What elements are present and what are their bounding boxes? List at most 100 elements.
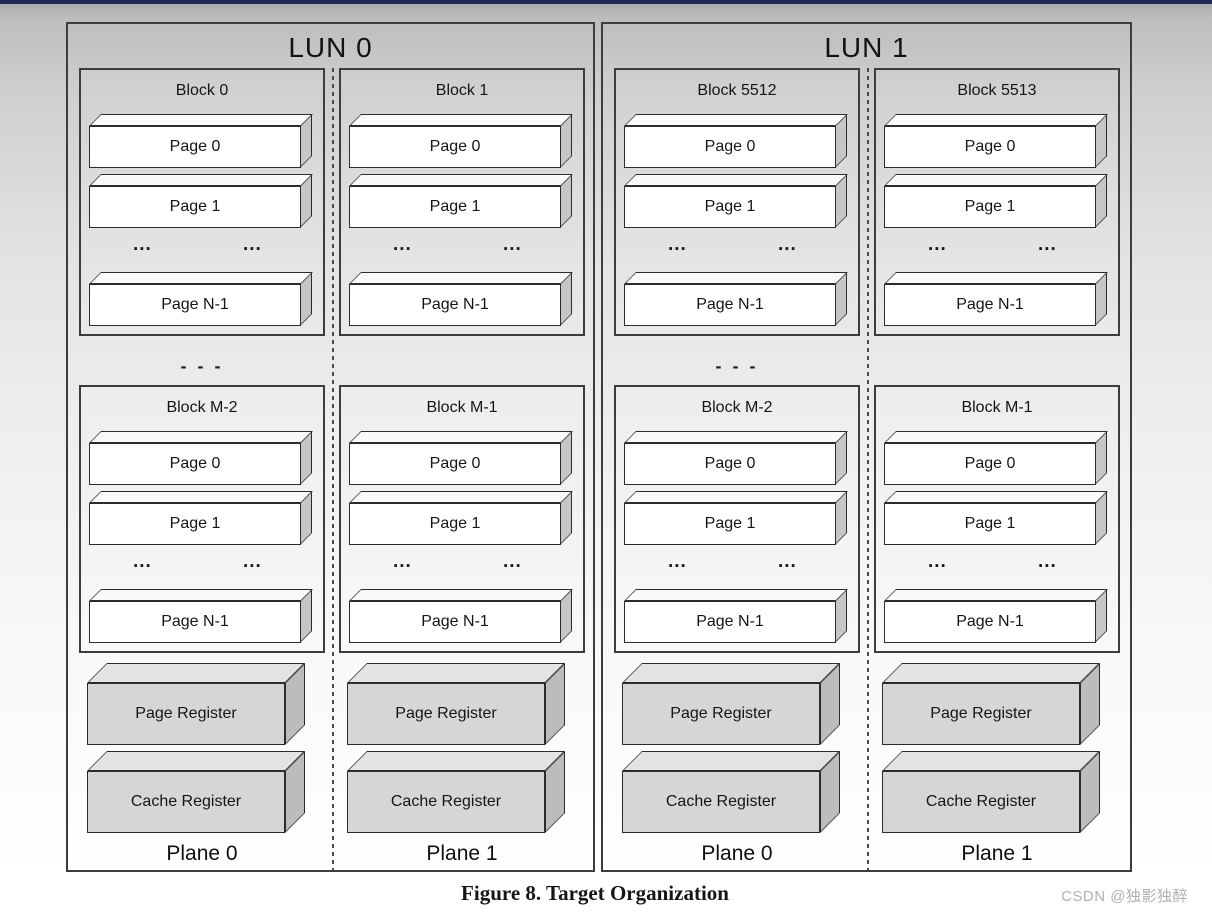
- page-ellipsis-row: ... ...: [81, 549, 323, 577]
- plane-label: Plane 1: [426, 842, 498, 865]
- ellipsis: ...: [503, 234, 522, 255]
- page-3d-box: Page 1: [349, 174, 573, 228]
- page-3d-box: Page 1: [884, 174, 1108, 228]
- page-label: Page N-1: [349, 284, 561, 326]
- lun-0-box: LUN 0 Block 0 Page 0 Page 1 ... ... Pag: [66, 22, 595, 872]
- page-box-top-face: [349, 114, 573, 126]
- page-ellipsis-row: ... ...: [341, 549, 583, 577]
- register-top-face: [882, 751, 1100, 771]
- block-row-ellipsis: - - -: [715, 356, 759, 376]
- page-3d-box: Page N-1: [89, 589, 313, 643]
- page-ellipsis-row: ... ...: [876, 232, 1118, 260]
- page-3d-box: Page 0: [884, 114, 1108, 168]
- block-box: Block M-1 Page 0 Page 1 ... ... Page N-1: [874, 385, 1120, 653]
- lun-0-plane-0-column: Block 0 Page 0 Page 1 ... ... Page N-1 -: [79, 24, 325, 870]
- cache-register-label: Cache Register: [882, 771, 1080, 833]
- page-3d-box: Page 1: [349, 491, 573, 545]
- page-label: Page 1: [89, 503, 301, 545]
- ellipsis: ...: [668, 234, 687, 255]
- register-top-face: [882, 663, 1100, 683]
- block-label: Block M-1: [426, 399, 498, 416]
- page-label: Page N-1: [624, 284, 836, 326]
- page-label: Page 0: [884, 126, 1096, 168]
- plane-label: Plane 0: [701, 842, 773, 865]
- cache-register-3d-box: Cache Register: [622, 751, 840, 833]
- ellipsis: ...: [243, 234, 262, 255]
- page-3d-box: Page 0: [624, 114, 848, 168]
- cache-register-3d-box: Cache Register: [882, 751, 1100, 833]
- block-box: Block M-2 Page 0 Page 1 ... ... Page N-1: [79, 385, 325, 653]
- page-3d-box: Page 0: [89, 114, 313, 168]
- block-label: Block M-1: [961, 399, 1033, 416]
- page-box-top-face: [884, 114, 1108, 126]
- ellipsis: ...: [393, 551, 412, 572]
- page-box-top-face: [89, 114, 313, 126]
- page-box-top-face: [349, 589, 573, 601]
- ellipsis: ...: [668, 551, 687, 572]
- block-box: Block M-2 Page 0 Page 1 ... ... Page N-1: [614, 385, 860, 653]
- page-box-top-face: [89, 431, 313, 443]
- page-3d-box: Page N-1: [89, 272, 313, 326]
- cache-register-label: Cache Register: [622, 771, 820, 833]
- register-top-face: [347, 751, 565, 771]
- lun-0-plane-1-column: Block 1 Page 0 Page 1 ... ... Page N-1: [339, 24, 585, 870]
- window-top-bar: [0, 0, 1212, 4]
- page-box-top-face: [624, 174, 848, 186]
- figure-caption: Figure 8. Target Organization: [461, 881, 729, 905]
- page-label: Page 0: [884, 443, 1096, 485]
- register-top-face: [87, 751, 305, 771]
- cache-register-3d-box: Cache Register: [347, 751, 565, 833]
- ellipsis: ...: [1038, 234, 1057, 255]
- ellipsis: ...: [778, 551, 797, 572]
- block-box: Block 0 Page 0 Page 1 ... ... Page N-1: [79, 68, 325, 336]
- page-label: Page N-1: [624, 601, 836, 643]
- register-top-face: [622, 663, 840, 683]
- page-box-top-face: [349, 491, 573, 503]
- page-box-top-face: [89, 174, 313, 186]
- lun-1-plane-1-column: Block 5513 Page 0 Page 1 ... ... Page N-…: [874, 24, 1120, 870]
- page-3d-box: Page 1: [624, 174, 848, 228]
- ellipsis: ...: [393, 234, 412, 255]
- page-3d-box: Page 0: [349, 114, 573, 168]
- page-label: Page 1: [89, 186, 301, 228]
- block-box: Block 5512 Page 0 Page 1 ... ... Page N-…: [614, 68, 860, 336]
- cache-register-3d-box: Cache Register: [87, 751, 305, 833]
- ellipsis: ...: [778, 234, 797, 255]
- ellipsis: ...: [503, 551, 522, 572]
- block-row-ellipsis: - - -: [180, 356, 224, 376]
- register-top-face: [87, 663, 305, 683]
- lun-1-box: LUN 1 Block 5512 Page 0 Page 1 ... ...: [601, 22, 1132, 872]
- page-3d-box: Page N-1: [884, 589, 1108, 643]
- page-3d-box: Page 0: [349, 431, 573, 485]
- page-label: Page N-1: [89, 284, 301, 326]
- block-label: Block 0: [175, 82, 229, 99]
- page-ellipsis-row: ... ...: [341, 232, 583, 260]
- page-label: Page 0: [624, 126, 836, 168]
- page-register-label: Page Register: [622, 683, 820, 745]
- block-box: Block 5513 Page 0 Page 1 ... ... Page N-…: [874, 68, 1120, 336]
- page-label: Page 0: [349, 443, 561, 485]
- page-register-label: Page Register: [87, 683, 285, 745]
- page-3d-box: Page N-1: [624, 272, 848, 326]
- page-label: Page 1: [349, 503, 561, 545]
- page-box-top-face: [624, 589, 848, 601]
- page-box-top-face: [624, 114, 848, 126]
- page-box-top-face: [884, 431, 1108, 443]
- page-label: Page 0: [624, 443, 836, 485]
- page-box-top-face: [349, 174, 573, 186]
- block-label: Block 1: [435, 82, 489, 99]
- page-box-top-face: [884, 589, 1108, 601]
- page-label: Page 1: [349, 186, 561, 228]
- page-ellipsis-row: ... ...: [876, 549, 1118, 577]
- ellipsis: ...: [243, 551, 262, 572]
- page-3d-box: Page 0: [89, 431, 313, 485]
- ellipsis: ...: [133, 234, 152, 255]
- page-box-top-face: [349, 272, 573, 284]
- page-3d-box: Page N-1: [884, 272, 1108, 326]
- page-register-3d-box: Page Register: [347, 663, 565, 745]
- lun-0-title: LUN 0: [288, 32, 373, 63]
- page-label: Page 1: [884, 503, 1096, 545]
- page-box-top-face: [884, 491, 1108, 503]
- page-3d-box: Page N-1: [349, 272, 573, 326]
- page-label: Page 0: [349, 126, 561, 168]
